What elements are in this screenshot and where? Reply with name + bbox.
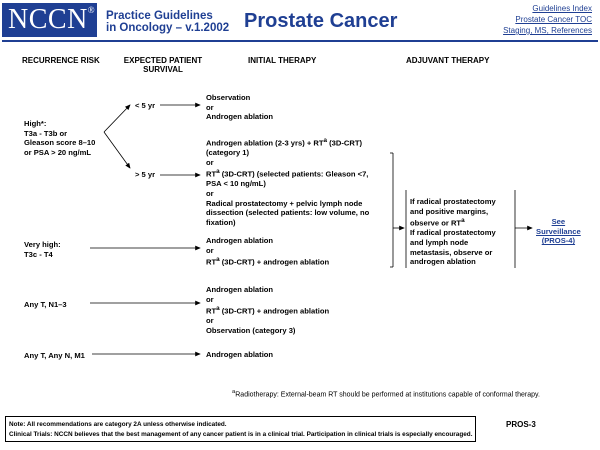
risk-n1: Any T, N1–3 <box>24 300 67 309</box>
see-link-line: (PROS-4) <box>541 236 576 246</box>
col-adjuvant-therapy: ADJUVANT THERAPY <box>406 56 490 65</box>
therapy-lt5: Observation or Androgen ablation <box>206 93 273 122</box>
therapy-line: RTa (3D-CRT) (selected patients: Gleason… <box>206 168 369 179</box>
page-title: Prostate Cancer <box>244 10 398 32</box>
risk-very-high: Very high: T3c - T4 <box>24 240 61 259</box>
therapy-line: or <box>206 189 214 199</box>
page-code: PROS-3 <box>506 420 536 429</box>
therapy-very-high: Androgen ablation or RTa (3D-CRT) + andr… <box>206 236 329 267</box>
risk-high-line: Gleason score 8–10 <box>24 138 96 148</box>
nccn-logo: NCCN® <box>2 3 97 37</box>
risk-high-line: High*: <box>24 119 47 128</box>
therapy-m1: Androgen ablation <box>206 350 274 359</box>
footnote: aRadiotherapy: External-beam RT should b… <box>232 388 540 399</box>
col-expected-survival-line2: SURVIVAL <box>143 65 183 74</box>
note-line-2: Clinical Trials: NCCN believes that the … <box>9 431 473 438</box>
see-surveillance-link[interactable]: See Surveillance (PROS-4) <box>536 217 581 246</box>
therapy-line: or <box>206 102 214 112</box>
header-rule <box>2 40 598 42</box>
notes-box <box>5 416 476 442</box>
risk-very-high-line: T3c - T4 <box>24 249 53 259</box>
therapy-n1: Androgen ablation or RTa (3D-CRT) + andr… <box>206 285 329 336</box>
risk-very-high-line: Very high: <box>24 240 61 249</box>
risk-high-line: T3a - T3b or <box>24 128 68 138</box>
col-expected-survival-line1: EXPECTED PATIENT <box>123 56 203 65</box>
logo-text: NCCN <box>8 4 88 35</box>
therapy-line: PSA < 10 ng/mL) <box>206 179 266 189</box>
adjuvant-line: If radical prostatectomy <box>410 228 496 238</box>
therapy-line: or <box>206 245 214 255</box>
therapy-line: or <box>206 157 214 167</box>
note-line-1: Note: All recommendations are category 2… <box>9 421 227 428</box>
col-recurrence-risk: RECURRENCE RISK <box>22 56 100 65</box>
adjuvant-line: androgen ablation <box>410 257 476 267</box>
therapy-line: Observation (category 3) <box>206 325 296 335</box>
therapy-line: Androgen ablation <box>206 285 274 294</box>
col-initial-therapy: INITIAL THERAPY <box>248 56 317 65</box>
therapy-line: RTa (3D-CRT) + androgen ablation <box>206 256 330 267</box>
adjuvant-line: metastasis, observe or <box>410 247 493 257</box>
registered-mark: ® <box>87 5 96 15</box>
therapy-line: dissection (selected patients: low volum… <box>206 208 370 218</box>
arrow-high-to-lt5 <box>103 104 131 133</box>
adjuvant-line: and lymph node <box>410 237 469 247</box>
therapy-line: or <box>206 294 214 304</box>
adjuvant-line: If radical prostatectomy <box>410 197 496 206</box>
therapy-line: Androgen ablation <box>206 112 274 122</box>
link-prostate-toc[interactable]: Prostate Cancer TOC <box>515 15 592 24</box>
link-guidelines-index[interactable]: Guidelines Index <box>532 4 592 13</box>
therapy-line: or <box>206 316 214 326</box>
footnote-mark: a <box>232 389 236 395</box>
adjuvant-therapy-text: If radical prostatectomy and positive ma… <box>410 197 496 267</box>
col-expected-survival: EXPECTED PATIENT SURVIVAL <box>118 56 208 74</box>
arrow-high-to-gt5 <box>103 131 131 169</box>
practice-guidelines-label: Practice Guidelines in Oncology – v.1.20… <box>106 10 229 34</box>
practice-line-2: in Oncology – v.1.2002 <box>106 22 230 34</box>
risk-m1: Any T, Any N, M1 <box>24 351 85 360</box>
therapy-line: Observation <box>206 93 251 102</box>
practice-line-1: Practice Guidelines <box>106 10 213 22</box>
link-staging-references[interactable]: Staging, MS, References <box>503 26 592 35</box>
survival-gt5: > 5 yr <box>135 170 156 179</box>
survival-lt5: < 5 yr <box>135 101 156 110</box>
footnote-text: Radiotherapy: External-beam RT should be… <box>235 391 540 399</box>
see-link-line: Surveillance <box>536 226 581 236</box>
see-link-line: See <box>551 217 566 226</box>
adjuvant-line: and positive margins, <box>410 206 489 216</box>
risk-high: High*: T3a - T3b or Gleason score 8–10 o… <box>24 119 95 157</box>
therapy-line: Androgen ablation (2-3 yrs) + RTa (3D-CR… <box>206 137 363 148</box>
therapy-line: (category 1) <box>206 148 250 158</box>
therapy-line: Androgen ablation <box>206 236 274 245</box>
risk-high-line: or PSA > 20 ng/mL <box>24 147 92 157</box>
therapy-line: fixation) <box>206 217 236 227</box>
therapy-gt5: Androgen ablation (2-3 yrs) + RTa (3D-CR… <box>206 136 369 227</box>
therapy-line: Radical prostatectomy + pelvic lymph nod… <box>206 198 363 208</box>
therapy-line: RTa (3D-CRT) + androgen ablation <box>206 305 330 316</box>
adjuvant-line: observe or RTa <box>410 217 465 228</box>
